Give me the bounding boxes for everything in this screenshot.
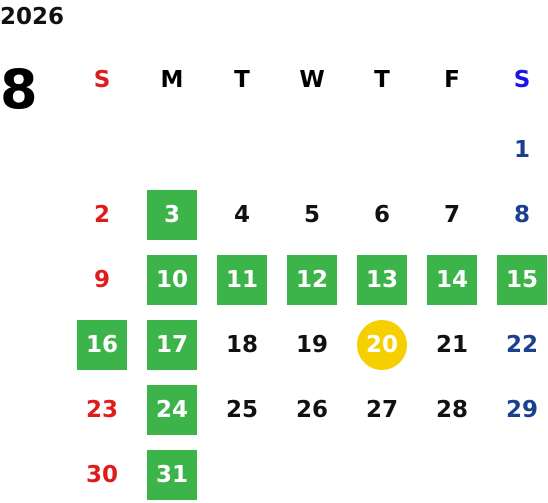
day-cell[interactable]: 5	[303, 202, 320, 228]
day-cell[interactable]: 19	[295, 332, 328, 358]
day-cell[interactable]: 26	[295, 397, 328, 423]
day-cell[interactable]: 24	[147, 385, 197, 435]
day-cell[interactable]: 25	[225, 397, 258, 423]
day-cell[interactable]: 7	[443, 202, 460, 228]
day-cell[interactable]: 15	[497, 255, 547, 305]
day-cell[interactable]: 12	[287, 255, 337, 305]
day-cell[interactable]: 30	[85, 462, 118, 488]
day-cell[interactable]: 21	[435, 332, 468, 358]
day-cell[interactable]: 8	[513, 202, 530, 228]
weekday-header: F	[444, 67, 460, 93]
day-cell[interactable]: 29	[505, 397, 538, 423]
day-cell[interactable]: 9	[93, 267, 110, 293]
year-label: 2026	[0, 4, 65, 30]
day-cell[interactable]: 2	[93, 202, 110, 228]
day-cell[interactable]: 3	[147, 190, 197, 240]
day-cell[interactable]: 18	[225, 332, 258, 358]
month-number: 8	[0, 58, 38, 121]
day-cell[interactable]: 1	[513, 137, 530, 163]
day-cell[interactable]: 16	[77, 320, 127, 370]
day-cell[interactable]: 14	[427, 255, 477, 305]
day-cell[interactable]: 4	[233, 202, 250, 228]
day-cell[interactable]: 13	[357, 255, 407, 305]
weekday-header: T	[374, 67, 390, 93]
weekday-header: S	[513, 67, 531, 93]
weekday-header: S	[93, 67, 111, 93]
day-cell[interactable]: 10	[147, 255, 197, 305]
day-cell[interactable]: 27	[365, 397, 398, 423]
day-cell[interactable]: 31	[147, 450, 197, 500]
day-cell[interactable]: 28	[435, 397, 468, 423]
day-cell[interactable]: 22	[505, 332, 538, 358]
weekday-header: W	[299, 67, 325, 93]
weekday-header: T	[234, 67, 250, 93]
day-cell[interactable]: 11	[217, 255, 267, 305]
day-cell[interactable]: 20	[357, 320, 407, 370]
weekday-header: M	[160, 67, 184, 93]
day-cell[interactable]: 17	[147, 320, 197, 370]
day-cell[interactable]: 6	[373, 202, 390, 228]
day-cell[interactable]: 23	[85, 397, 118, 423]
